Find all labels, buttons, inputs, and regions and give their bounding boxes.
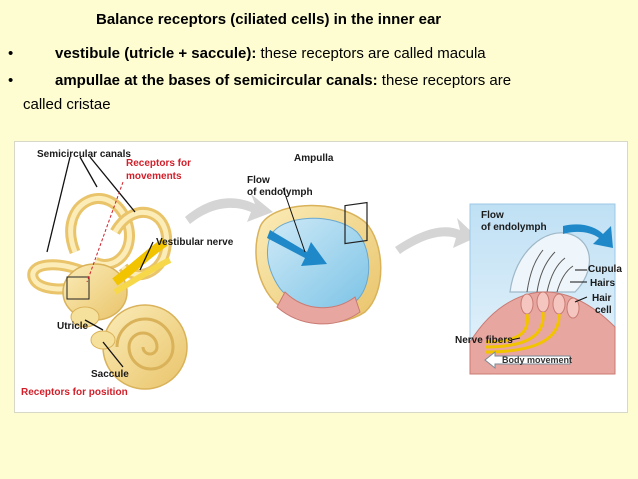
bullet-text: ampullae at the bases of semicircular ca…	[55, 72, 511, 89]
bullet-rest: these receptors are called macula	[256, 45, 486, 62]
label-flow-2-line1: Flow	[481, 210, 504, 221]
bullet-marker: •	[8, 45, 14, 62]
bullet-bold: ampullae at the bases of semicircular ca…	[55, 72, 378, 89]
vestibular-nerve-shape	[112, 238, 168, 286]
bullet-continuation: called cristae	[23, 96, 111, 113]
label-hair-cell-line2: cell	[595, 305, 612, 316]
label-receptors-movements-line1: Receptors for	[126, 158, 192, 169]
ampulla-illustration	[255, 187, 382, 325]
label-receptors-movements-line2: movements	[126, 171, 182, 182]
label-nerve-fibers: Nerve fibers	[455, 335, 513, 346]
label-hair-cell-line1: Hair	[592, 293, 612, 304]
label-flow-1-line2: of endolymph	[247, 187, 313, 198]
ampulla-box	[66, 276, 90, 300]
body-movement-arrow	[484, 350, 571, 370]
flow-arrow-2	[563, 224, 613, 248]
inner-ear-illustration	[27, 156, 616, 390]
label-cupula: Cupula	[588, 264, 622, 275]
label-flow-1-line1: Flow	[247, 175, 270, 186]
inner-ear-figure: Semicircular canals Receptors for moveme…	[14, 141, 628, 413]
labyrinth	[27, 156, 188, 390]
label-hairs: Hairs	[590, 278, 616, 289]
utricle-sac	[70, 306, 100, 328]
slide-title: Balance receptors (ciliated cells) in th…	[96, 11, 442, 28]
bullet-rest: these receptors are	[377, 72, 512, 89]
arrow-to-crista	[395, 218, 477, 254]
crista-illustration	[469, 203, 616, 375]
label-receptors-position: Receptors for position	[21, 387, 128, 398]
label-utricle: Utricle	[57, 321, 89, 332]
label-vestibular-nerve: Vestibular nerve	[156, 237, 234, 248]
flow-arrow-1	[267, 230, 327, 266]
bullet-bold: vestibule (utricle + saccule):	[55, 45, 257, 62]
bullet-text: vestibule (utricle + saccule): these rec…	[55, 45, 486, 62]
label-body-movement: Body movement	[502, 355, 573, 365]
saccule-sac	[90, 330, 116, 350]
label-ampulla: Ampulla	[294, 153, 334, 164]
label-flow-2-line2: of endolymph	[481, 222, 547, 233]
arrow-to-ampulla	[185, 194, 273, 224]
label-saccule: Saccule	[91, 369, 129, 380]
bullet-marker: •	[8, 72, 14, 89]
label-semicircular-canals: Semicircular canals	[37, 149, 131, 160]
